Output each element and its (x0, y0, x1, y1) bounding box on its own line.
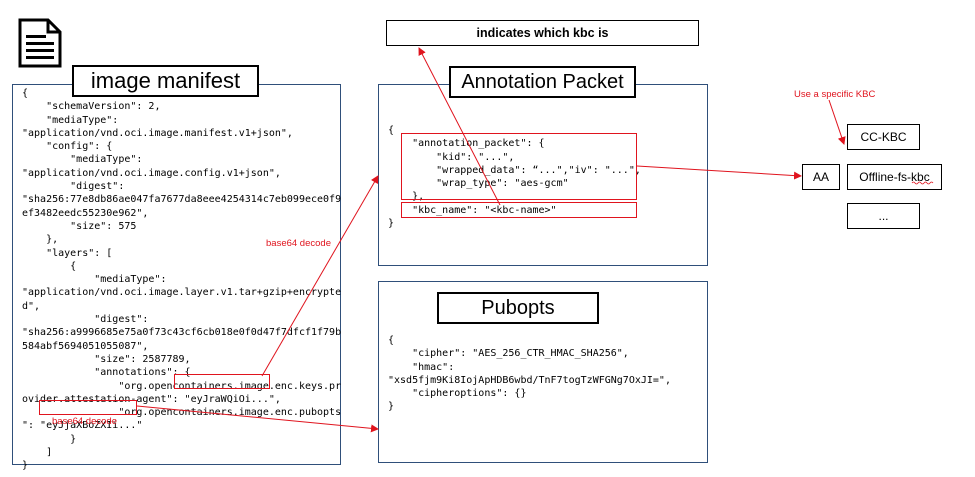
manifest-code: { "schemaVersion": 2, "mediaType": "appl… (22, 88, 342, 472)
kbc-name-highlight (401, 202, 637, 218)
base64-decode-label-1: base64 decode (266, 238, 331, 249)
aa-box: AA (802, 164, 840, 190)
kbc-note-box: indicates which kbc is (386, 20, 699, 46)
use-specific-kbc-label: Use a specific KBC (794, 89, 876, 100)
arrow-to-aa (636, 165, 802, 180)
arrow-to-pubopts (136, 405, 379, 433)
manifest-title: image manifest (72, 65, 259, 97)
annotation-code: { "annotation_packet": { "kid": "...", "… (388, 125, 641, 230)
document-icon (18, 18, 62, 68)
annotation-title: Annotation Packet (449, 66, 636, 98)
arrow-to-cc-kbc (828, 99, 846, 145)
annotation-packet-highlight (401, 133, 637, 200)
spell-underline (911, 181, 934, 185)
kbc-option-cc: CC-KBC (847, 124, 920, 150)
kbc-option-more: ... (847, 203, 920, 229)
attestation-agent-value-highlight (174, 374, 270, 389)
annotation-panel (378, 84, 708, 266)
kbc-option-offline: Offline-fs-kbc (847, 164, 942, 190)
arrow-to-kbc-note (418, 47, 501, 206)
manifest-panel (12, 84, 341, 465)
pubopts-code: { "cipher": "AES_256_CTR_HMAC_SHA256", "… (388, 335, 671, 413)
arrow-to-annotation (261, 175, 379, 377)
base64-decode-label-2: base64 decode (52, 416, 117, 427)
pubopts-title: Pubopts (437, 292, 599, 324)
pubopts-value-highlight (39, 400, 137, 415)
